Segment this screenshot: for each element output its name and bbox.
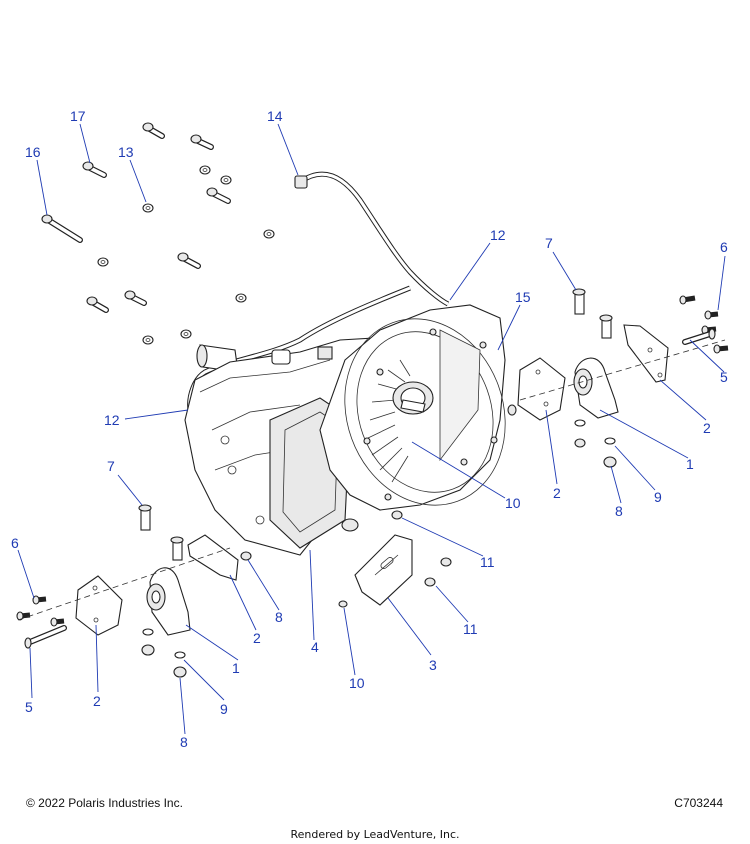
bolt-part-6-right	[679, 295, 729, 354]
bolt-part-d	[177, 252, 201, 269]
callout-17: 17	[70, 108, 86, 124]
callout-1-right: 1	[686, 456, 694, 472]
callout-labels: 17 16 13 14 12 7 6 15 5 2 1 12 10 2 9 8 …	[11, 108, 728, 750]
callout-2-right: 2	[703, 420, 711, 436]
callout-2-left: 2	[93, 693, 101, 709]
callout-10-lower: 10	[349, 675, 365, 691]
callout-1-left: 1	[232, 660, 240, 676]
callout-15: 15	[515, 289, 531, 305]
callout-11-upper: 11	[480, 554, 495, 570]
callout-10-upper: 10	[505, 495, 521, 511]
left-mount-group	[16, 504, 252, 678]
callout-8-left: 8	[180, 734, 188, 750]
callout-11-lower: 11	[463, 621, 478, 637]
callout-14: 14	[267, 108, 283, 124]
rear-bracket-part-3	[338, 510, 452, 608]
callout-8-right: 8	[615, 503, 623, 519]
loose-hardware-group	[41, 122, 275, 345]
callout-13: 13	[118, 144, 134, 160]
bolt-part-e	[124, 290, 147, 306]
bolt-part-17	[82, 161, 107, 178]
transmission-case-part	[184, 304, 506, 556]
bolt-part-f	[86, 296, 109, 313]
callout-2-center: 2	[553, 485, 561, 501]
callout-5-left: 5	[25, 699, 33, 715]
bolt-part-c	[206, 187, 231, 204]
callout-8-left-upper: 8	[275, 609, 283, 625]
callout-12-left: 12	[104, 412, 120, 428]
callout-9-left: 9	[220, 701, 228, 717]
diagram-code: C703244	[674, 796, 723, 810]
callout-6-left: 6	[11, 535, 19, 551]
callout-3: 3	[429, 657, 437, 673]
bolt-part-a	[142, 122, 165, 139]
callout-16: 16	[25, 144, 41, 160]
callout-2-left-bracket: 2	[253, 630, 261, 646]
copyright-text: © 2022 Polaris Industries Inc.	[26, 796, 183, 810]
bolt-part-16	[41, 214, 83, 243]
leader-lines	[17, 123, 726, 735]
callout-5-right: 5	[720, 369, 728, 385]
bolt-part-5-right	[682, 328, 716, 345]
callout-9-right: 9	[654, 489, 662, 505]
callout-7-left: 7	[107, 458, 115, 474]
callout-12-top: 12	[490, 227, 506, 243]
bolt-part-b	[190, 134, 214, 150]
washer-parts	[97, 165, 275, 345]
right-mount-group	[507, 288, 729, 468]
rendered-by-credit: Rendered by LeadVenture, Inc.	[290, 828, 460, 841]
callout-6-right: 6	[720, 239, 728, 255]
callout-4: 4	[311, 639, 319, 655]
callout-7-right: 7	[545, 235, 553, 251]
